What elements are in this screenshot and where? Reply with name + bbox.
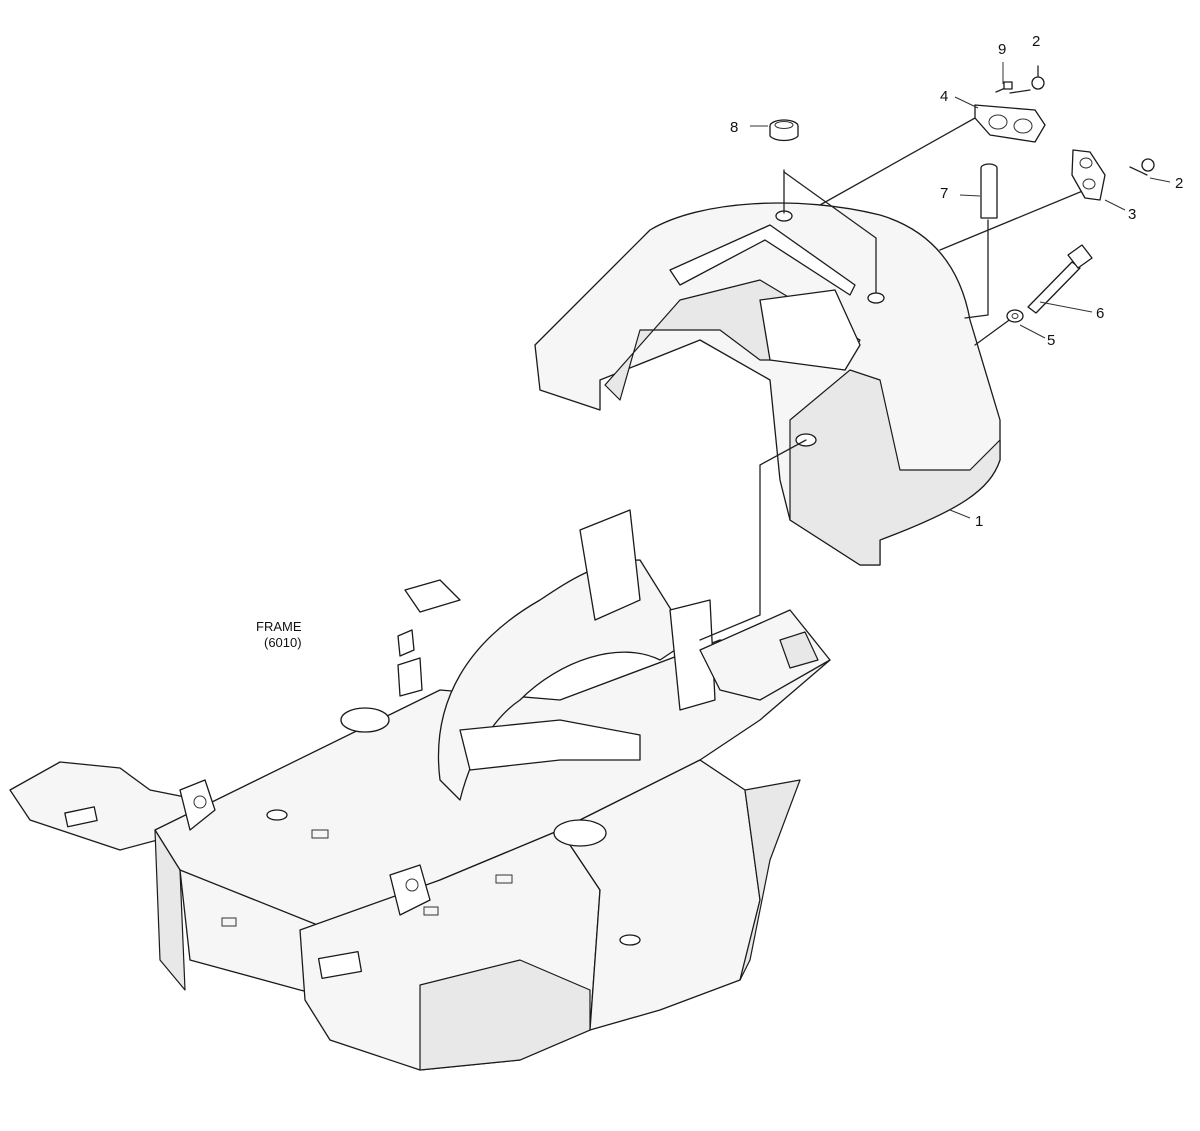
frame-cap xyxy=(619,934,641,946)
part-8-plug xyxy=(769,119,799,142)
callout-8: 8 xyxy=(730,119,738,136)
callout-leaders xyxy=(750,62,1171,519)
part-4-plate xyxy=(974,104,1046,143)
callout-9: 9 xyxy=(998,41,1006,58)
part-5-washer xyxy=(1006,309,1024,323)
leader-3 xyxy=(939,189,1086,251)
frame-right-fender xyxy=(739,779,801,981)
counterweight-assembly xyxy=(534,202,1001,566)
counterweight-top-rail xyxy=(669,224,856,296)
frame-ref: (6010) xyxy=(264,635,302,650)
frame-lug-hole-1 xyxy=(193,795,207,809)
part-2-screw-right xyxy=(1129,158,1155,176)
frame-bracket-right xyxy=(669,599,716,711)
frame-cross-member xyxy=(459,719,641,771)
part-6-bolt xyxy=(1027,244,1093,314)
callout-1: 1 xyxy=(975,513,983,530)
frame-left-wall xyxy=(154,829,186,991)
part-3-bracket xyxy=(1071,149,1106,201)
frame-oval-opening-left xyxy=(340,707,390,733)
frame-pad xyxy=(317,951,363,979)
frame-slot-4 xyxy=(221,917,237,927)
callout-7: 7 xyxy=(940,185,948,202)
callout-2-top: 2 xyxy=(1032,33,1040,50)
frame-lug-block xyxy=(779,631,819,669)
frame-hole xyxy=(266,809,288,821)
frame-top-arrow xyxy=(404,579,461,613)
callout-6: 6 xyxy=(1096,305,1104,322)
frame-bracket-upper xyxy=(579,509,641,621)
callout-2-right: 2 xyxy=(1175,175,1183,192)
frame-arch xyxy=(437,559,691,801)
frame-slot-1 xyxy=(311,829,329,839)
frame-step-pad xyxy=(64,806,98,828)
frame-slot-2 xyxy=(495,874,513,884)
frame-top-mount xyxy=(397,657,423,697)
counterweight-lift-hole-2 xyxy=(867,292,885,304)
frame-rear-lug xyxy=(699,609,831,701)
counterweight-inner-shelf xyxy=(759,289,861,371)
callout-3: 3 xyxy=(1128,206,1136,223)
frame-slot-3 xyxy=(423,906,439,916)
frame-lug-hole-2 xyxy=(405,878,419,892)
frame-left-lug-2 xyxy=(389,864,431,916)
frame-top-cylinder xyxy=(397,629,415,657)
leader-4 xyxy=(819,117,976,206)
frame-left-lug-1 xyxy=(179,779,216,831)
part-2-screw-top xyxy=(1031,65,1045,90)
frame-oval-opening-right xyxy=(553,819,607,847)
part-9-bolt xyxy=(995,81,1013,93)
frame-label: FRAME xyxy=(256,619,302,634)
callout-5: 5 xyxy=(1047,332,1055,349)
leader-9-2 xyxy=(1009,89,1031,94)
leader-counterweight-to-frame xyxy=(699,439,807,641)
part-7-pin xyxy=(980,163,998,219)
leader-8-b xyxy=(783,171,877,239)
leader-7 xyxy=(964,219,989,319)
counterweight-front-face xyxy=(789,369,1001,566)
leader-5 xyxy=(974,317,1013,346)
frame-assembly xyxy=(9,509,831,1071)
exploded-leader-lines xyxy=(699,89,1086,641)
callout-4: 4 xyxy=(940,88,948,105)
